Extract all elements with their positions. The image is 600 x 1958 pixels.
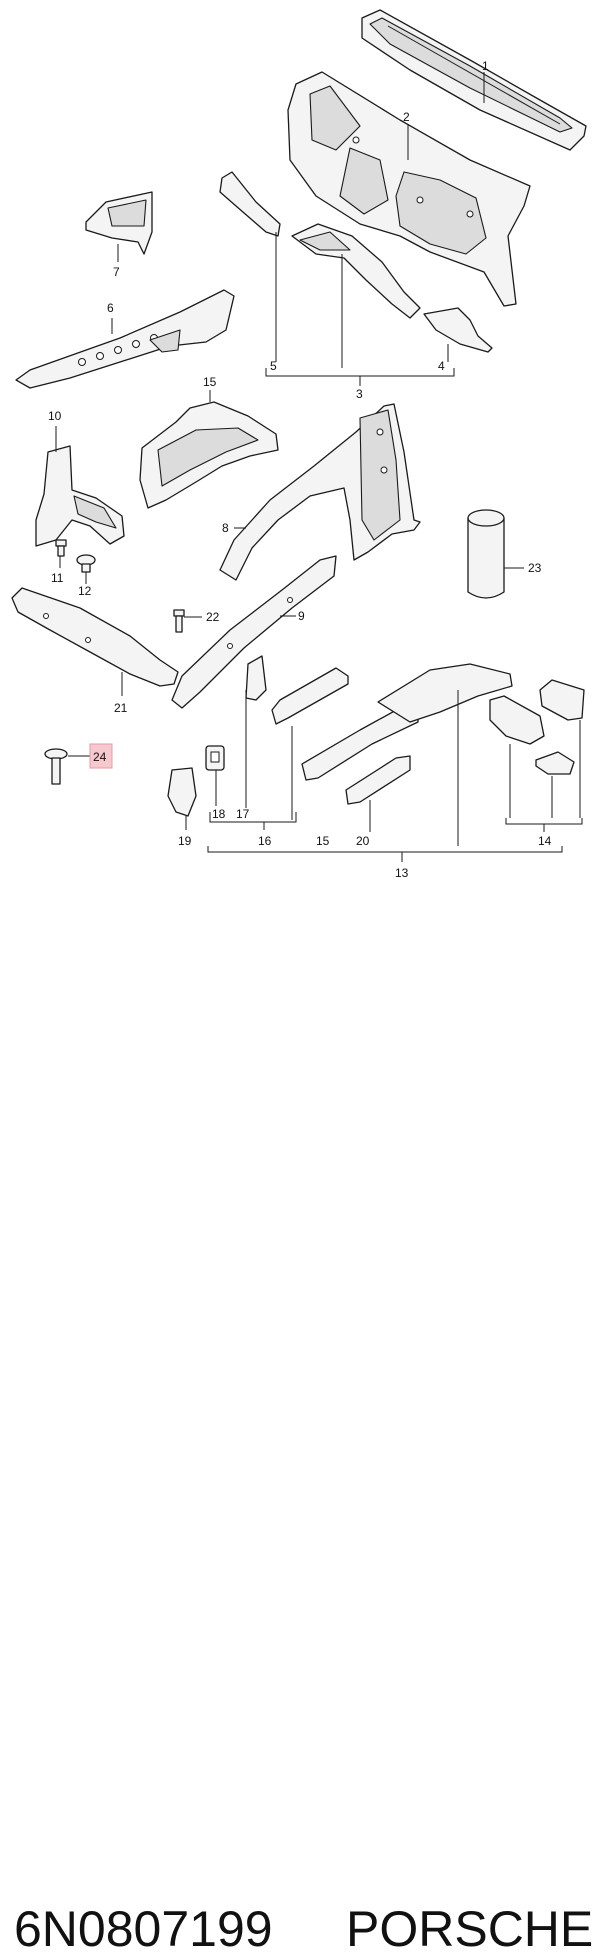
part-19-bracket — [167, 767, 197, 817]
part-20-rail — [345, 755, 411, 805]
label-15: 15 — [203, 375, 217, 389]
part-21-cross-member — [11, 587, 179, 687]
label-14: 14 — [538, 834, 552, 848]
label-9: 9 — [298, 609, 305, 623]
label-8: 8 — [222, 521, 229, 535]
label-7: 7 — [113, 265, 120, 279]
label-16: 16 — [258, 834, 272, 848]
part-11-bolt — [55, 539, 67, 557]
part-6-member — [15, 289, 235, 389]
parts-diagram: 1 2 5 3 4 7 — [11, 9, 587, 880]
part-2-bulkhead — [287, 71, 531, 307]
label-6: 6 — [107, 301, 114, 315]
label-10: 10 — [48, 409, 62, 423]
part-1-cowl-panel — [361, 9, 587, 151]
part-17-bracket — [245, 655, 267, 701]
label-17: 17 — [236, 807, 250, 821]
label-1: 1 — [482, 59, 489, 73]
part-24-screw — [44, 748, 68, 785]
part-15-wheel-arch — [139, 401, 279, 509]
label-19: 19 — [178, 834, 192, 848]
caption: 6N0807199 PORSCHE — [0, 950, 600, 1957]
part-23-can — [467, 509, 505, 599]
part-5-brace — [219, 171, 281, 237]
label-15-lower: 15 — [316, 834, 330, 848]
label-5: 5 — [270, 359, 277, 373]
part-14-brackets — [489, 679, 585, 775]
highlight-box-24 — [89, 743, 113, 769]
label-3: 3 — [356, 387, 363, 401]
part-18-bracket — [205, 745, 225, 771]
part-16-channel — [271, 667, 349, 725]
part-10-pillar-bracket — [35, 445, 125, 547]
label-21: 21 — [114, 701, 128, 715]
label-20: 20 — [356, 834, 370, 848]
part-4-bracket — [423, 307, 493, 353]
part-12-clip — [76, 554, 96, 573]
label-4: 4 — [438, 359, 445, 373]
part-8-roof-rail — [219, 403, 421, 581]
label-18: 18 — [212, 807, 226, 821]
label-22: 22 — [206, 610, 220, 624]
part-3-strut — [291, 223, 421, 319]
part-22-bolt — [173, 609, 185, 633]
part-7-bracket — [85, 191, 153, 255]
brand-name: PORSCHE — [346, 1901, 594, 1957]
label-12: 12 — [78, 584, 92, 598]
label-13: 13 — [395, 866, 409, 880]
part-number: 6N0807199 — [14, 1901, 273, 1957]
label-24: 24 — [93, 750, 107, 764]
label-11: 11 — [51, 571, 64, 585]
part-9-sill — [171, 555, 337, 709]
part-15-lower-sill — [301, 663, 513, 781]
label-23: 23 — [528, 561, 542, 575]
label-2: 2 — [403, 110, 410, 124]
